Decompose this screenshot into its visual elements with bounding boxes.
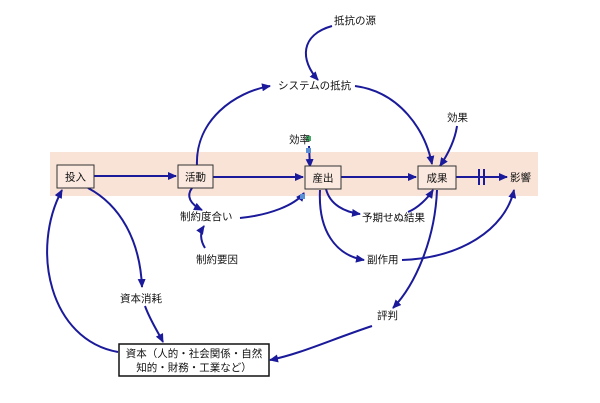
label-constraint-degree: 制約度合い	[180, 210, 233, 223]
arrow-reputation-to-capital	[269, 325, 373, 363]
label-reputation: 評判	[377, 309, 398, 322]
label-effect: 効果	[447, 111, 468, 124]
stock-outcome-label: 成果	[427, 173, 448, 185]
arrow-output-to-sideeffect	[318, 189, 365, 263]
label-side-effect: 副作用	[367, 254, 399, 266]
arrow-resistance-to-outcome	[354, 85, 435, 165]
arrow-activity-to-constraint	[188, 187, 203, 211]
capital-line1: 資本（人的・社会関係・自然	[126, 347, 263, 360]
capital-line2: 知的・財務・工業など）	[136, 361, 252, 374]
arrow-source-to-resistance	[304, 25, 333, 81]
label-capital-consumption: 資本消耗	[120, 292, 162, 305]
stock-output-box	[304, 165, 342, 190]
stock-output-label: 産出	[313, 172, 334, 185]
arrow-constraint-to-output	[239, 192, 305, 219]
label-source-resistance: 抵抗の源	[334, 14, 376, 27]
arrow-output-to-unexpected	[325, 188, 361, 217]
arrow-capital-to-input	[46, 189, 119, 353]
handle-efficiency-low	[306, 148, 311, 153]
arrow-activity-to-resistance	[195, 83, 271, 167]
capital-box	[118, 343, 270, 377]
label-constraint-factor: 制約要因	[196, 253, 238, 266]
arrow-factor-to-constraint	[196, 225, 206, 249]
arrow-outcome-to-reputation	[392, 189, 438, 309]
handle-constraint	[300, 194, 305, 199]
arrow-sideeffect-to-impact	[401, 189, 517, 261]
arrow-unexpected-to-outcome	[407, 189, 434, 213]
stock-input-label: 投入	[65, 171, 86, 184]
label-unexpected-result: 予期せぬ結果	[362, 211, 425, 224]
label-system-resistance: システムの抵抗	[278, 79, 352, 92]
stock-activity-box	[177, 164, 214, 189]
label-efficiency: 効率	[289, 133, 310, 146]
stock-outcome-box	[417, 165, 457, 190]
flow-band	[50, 152, 538, 196]
arrow-consumption-to-capital	[144, 305, 164, 343]
stock-activity-label: 活動	[185, 171, 206, 184]
stock-input-box	[56, 164, 95, 189]
label-impact: 影響	[510, 171, 531, 184]
arrow-effect-to-outcome	[439, 125, 458, 167]
handle-efficiency	[306, 136, 311, 141]
arrow-input-to-consumption	[87, 187, 146, 288]
